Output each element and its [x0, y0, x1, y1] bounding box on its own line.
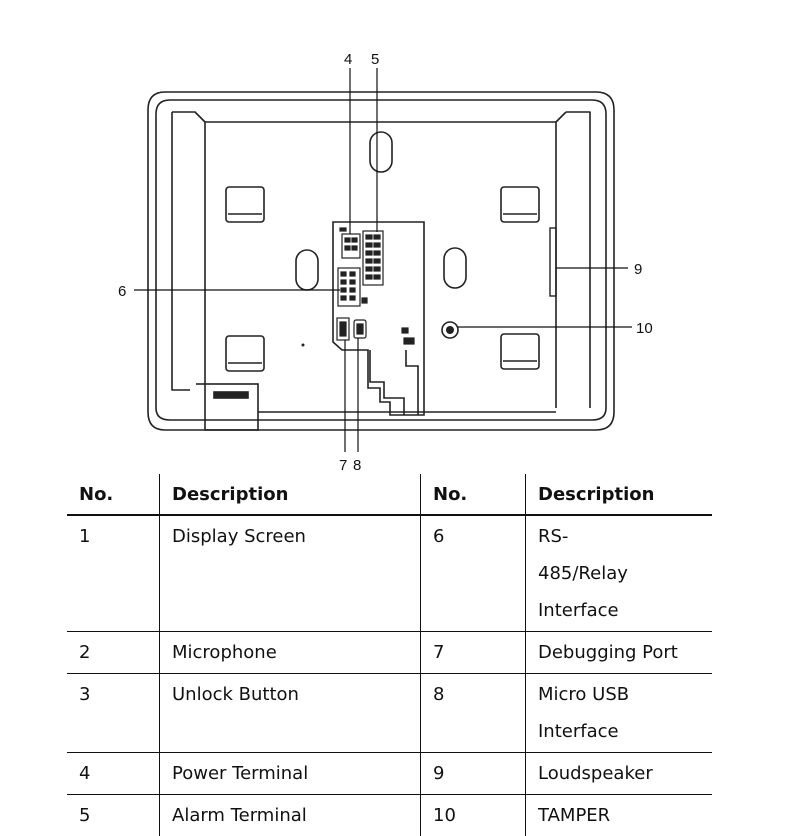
- screw-slot-right: [444, 248, 466, 288]
- header-description-right: Description: [526, 474, 713, 515]
- callout-6: 6: [118, 283, 126, 300]
- table-header-row: No. Description No. Description: [67, 474, 712, 515]
- row-description: RS-485/Relay Interface: [526, 515, 713, 632]
- callout-7: 7: [339, 457, 347, 474]
- row-no: 7: [421, 632, 526, 674]
- callout-4: 4: [344, 51, 352, 68]
- callout-5: 5: [371, 51, 379, 68]
- row-description: Display Screen: [160, 515, 421, 632]
- callout-8: 8: [353, 457, 361, 474]
- row-description: Loudspeaker: [526, 753, 713, 795]
- callout-10: 10: [636, 320, 653, 337]
- parts-table: No. Description No. Description 1 Displa…: [67, 474, 712, 836]
- row-description: Alarm Terminal: [160, 795, 421, 836]
- table-row: 3 Unlock Button 8 Micro USB Interface: [67, 674, 712, 753]
- debugging-port: [337, 318, 349, 340]
- screw-slot-left: [296, 250, 318, 290]
- row-no: 9: [421, 753, 526, 795]
- device-rear-diagram: 4 5 6 7 8 9 10: [0, 0, 800, 480]
- table-row: 5 Alarm Terminal 10 TAMPER: [67, 795, 712, 836]
- tamper-button: [442, 322, 458, 338]
- header-no-right: No.: [421, 474, 526, 515]
- callout-9: 9: [634, 261, 642, 278]
- mounting-tab-bottom-right: [501, 334, 539, 369]
- mounting-tab-top-left: [226, 187, 264, 222]
- row-no: 3: [67, 674, 160, 753]
- bottom-connector: [196, 384, 258, 430]
- screw-slot-top: [370, 132, 392, 172]
- row-no: 4: [67, 753, 160, 795]
- alarm-terminal-block: [363, 231, 383, 285]
- rs485-relay-terminal-block: [338, 268, 360, 306]
- right-rail: [556, 112, 590, 408]
- loudspeaker-grille: [550, 228, 556, 296]
- row-no: 6: [421, 515, 526, 632]
- micro-usb-port: [354, 320, 366, 338]
- row-description: Unlock Button: [160, 674, 421, 753]
- mounting-tab-top-right: [501, 187, 539, 222]
- table-row: 1 Display Screen 6 RS-485/Relay Interfac…: [67, 515, 712, 632]
- row-no: 2: [67, 632, 160, 674]
- row-description: Microphone: [160, 632, 421, 674]
- header-no-left: No.: [67, 474, 160, 515]
- row-no: 8: [421, 674, 526, 753]
- row-description: Power Terminal: [160, 753, 421, 795]
- left-rail: [172, 112, 205, 390]
- power-terminal-block: [342, 234, 360, 258]
- row-no: 1: [67, 515, 160, 632]
- board-dot: [302, 344, 305, 347]
- row-no: 5: [67, 795, 160, 836]
- ribbon-cable: [370, 350, 418, 415]
- header-description-left: Description: [160, 474, 421, 515]
- row-no: 10: [421, 795, 526, 836]
- table-row: 2 Microphone 7 Debugging Port: [67, 632, 712, 674]
- row-description: Debugging Port: [526, 632, 713, 674]
- mounting-tab-bottom-left: [226, 336, 264, 371]
- row-description: TAMPER: [526, 795, 713, 836]
- row-description: Micro USB Interface: [526, 674, 713, 753]
- table-row: 4 Power Terminal 9 Loudspeaker: [67, 753, 712, 795]
